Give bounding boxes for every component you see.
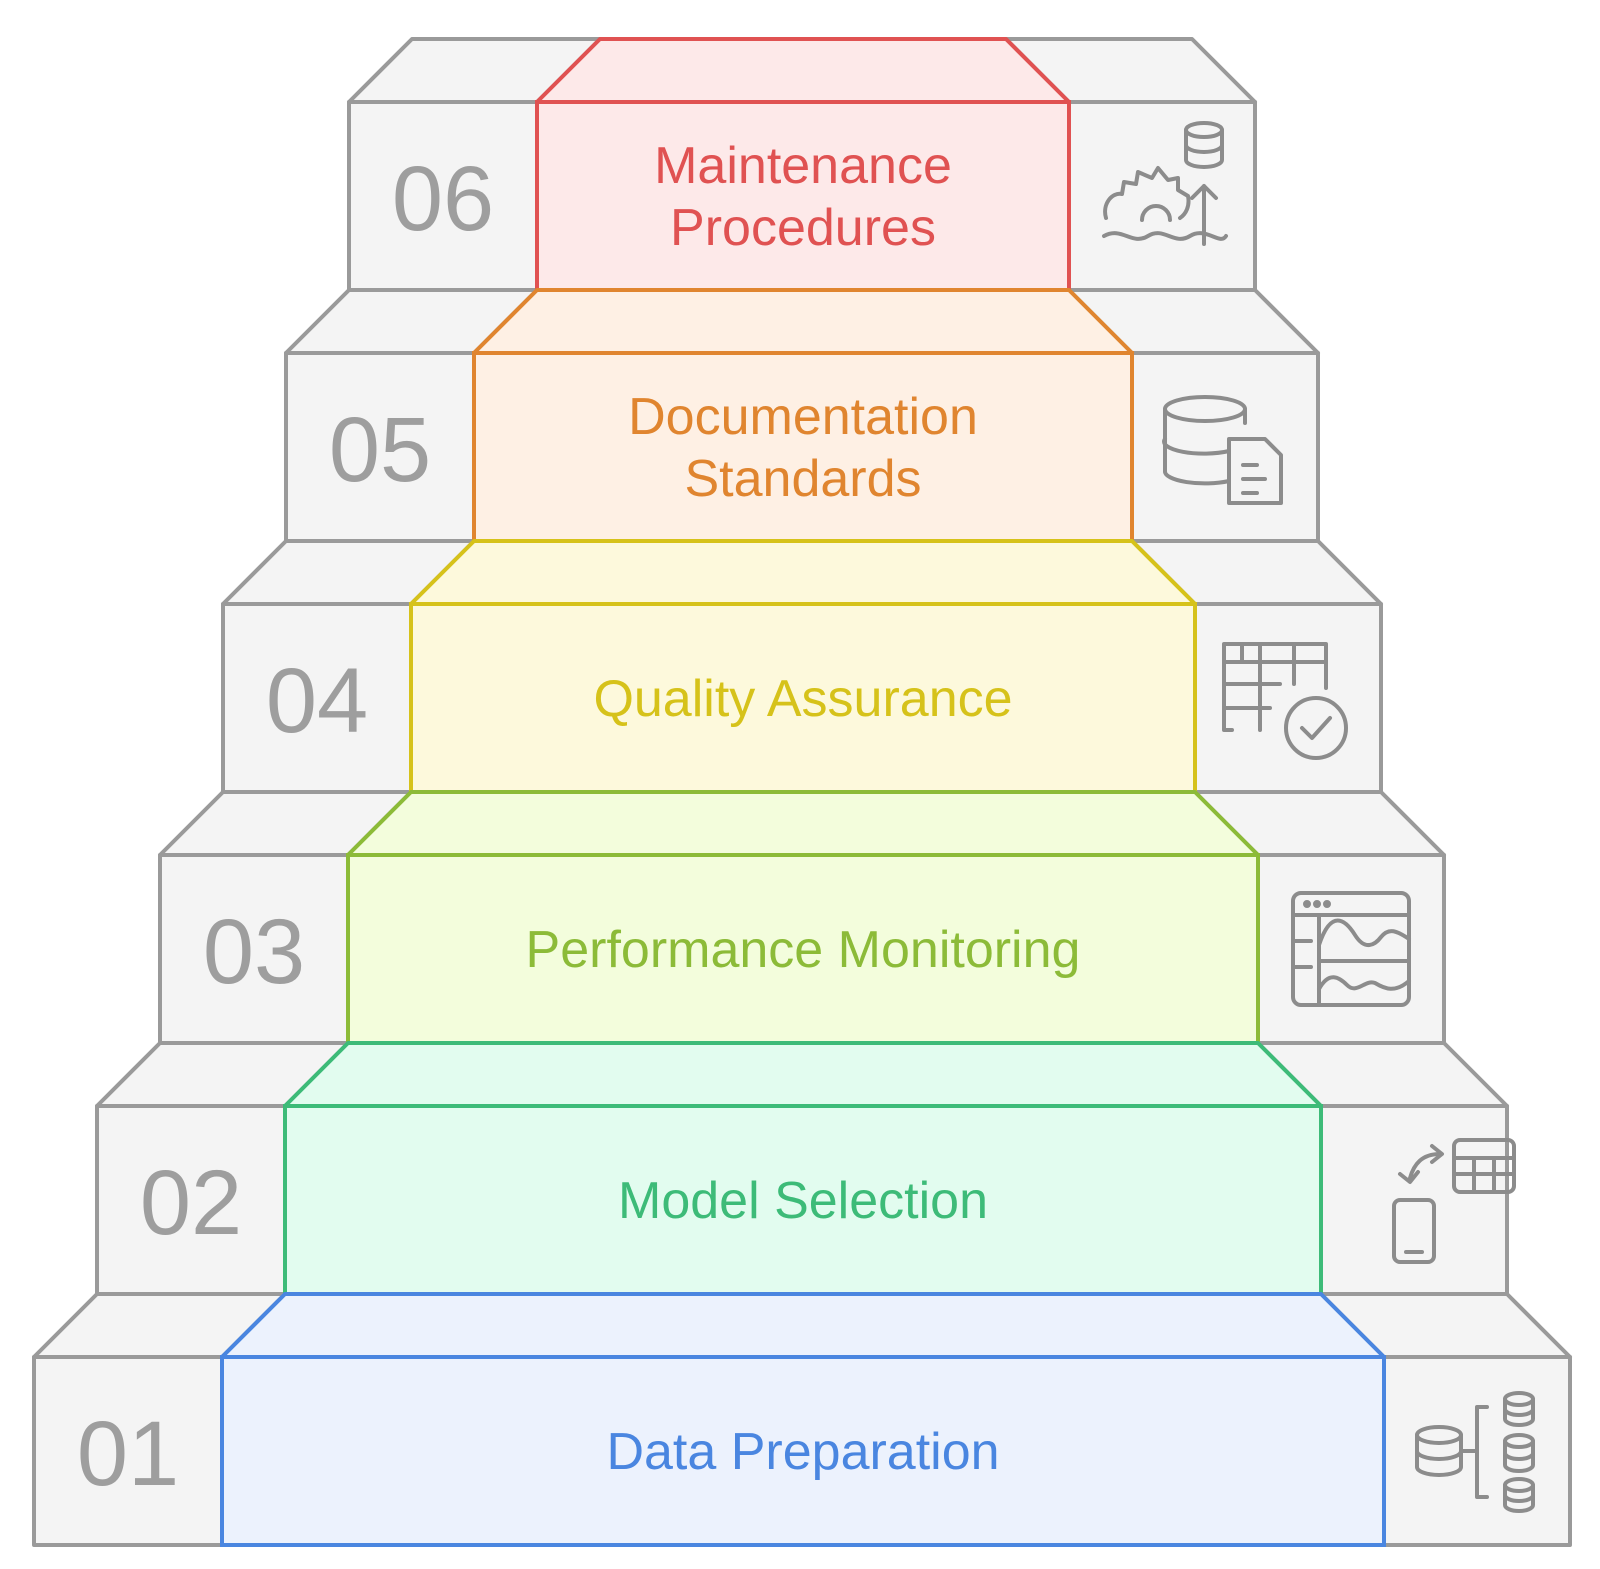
dashboard-waves-icon [1291,891,1411,1007]
step-number: 02 [140,1152,242,1254]
step-04-left-front [221,602,413,794]
step-01-colored [220,1292,1386,1547]
step-label-line: Performance Monitoring [526,921,1081,979]
colored-steps [220,37,1386,1547]
step-05-right-front [1130,351,1320,543]
step-label-line: Data Preparation [606,1423,999,1481]
step-06-left-front [347,100,539,292]
step-04-top-surface [409,539,1197,606]
step-label-line: Procedures [670,199,936,257]
database-cluster-icon [1415,1391,1535,1513]
step-02-top-surface [283,1041,1323,1108]
database-document-icon [1162,395,1283,505]
step-05-colored [472,288,1134,543]
step-number: 05 [329,399,431,501]
table-check-icon [1222,642,1348,760]
gear-database-upload-icon [1102,121,1228,246]
step-04-gray [221,539,1383,794]
step-01-left-front [32,1355,224,1547]
step-02-colored [283,1041,1323,1296]
step-label-line: Quality Assurance [593,670,1012,728]
step-05-front [472,351,1134,543]
step-06-top-surface [535,37,1071,104]
step-03-right-front [1256,853,1446,1045]
device-table-swap-icon [1392,1138,1516,1264]
step-01-front [220,1355,1386,1547]
step-label-line: Model Selection [618,1172,988,1230]
step-03-left-front [158,853,350,1045]
step-03-colored [346,790,1260,1045]
step-02-front [283,1104,1323,1296]
step-03-gray [158,790,1446,1045]
step-03-top-surface [346,790,1260,857]
step-number: 03 [203,901,305,1003]
step-number: 04 [266,650,368,752]
step-02-gray [95,1041,1509,1296]
step-04-front [409,602,1197,794]
step-06-right-front [1067,100,1257,292]
step-number: 01 [77,1403,179,1505]
step-06-front [535,100,1071,292]
step-label-line: Maintenance [654,137,952,195]
step-label-line: Standards [684,450,921,508]
step-04-colored [409,539,1197,794]
step-icons [1102,121,1535,1513]
step-label-line: Documentation [628,388,978,446]
step-05-top-surface [472,288,1134,355]
step-06-colored [535,37,1071,292]
step-number: 06 [392,148,494,250]
step-01-top-surface [220,1292,1386,1359]
